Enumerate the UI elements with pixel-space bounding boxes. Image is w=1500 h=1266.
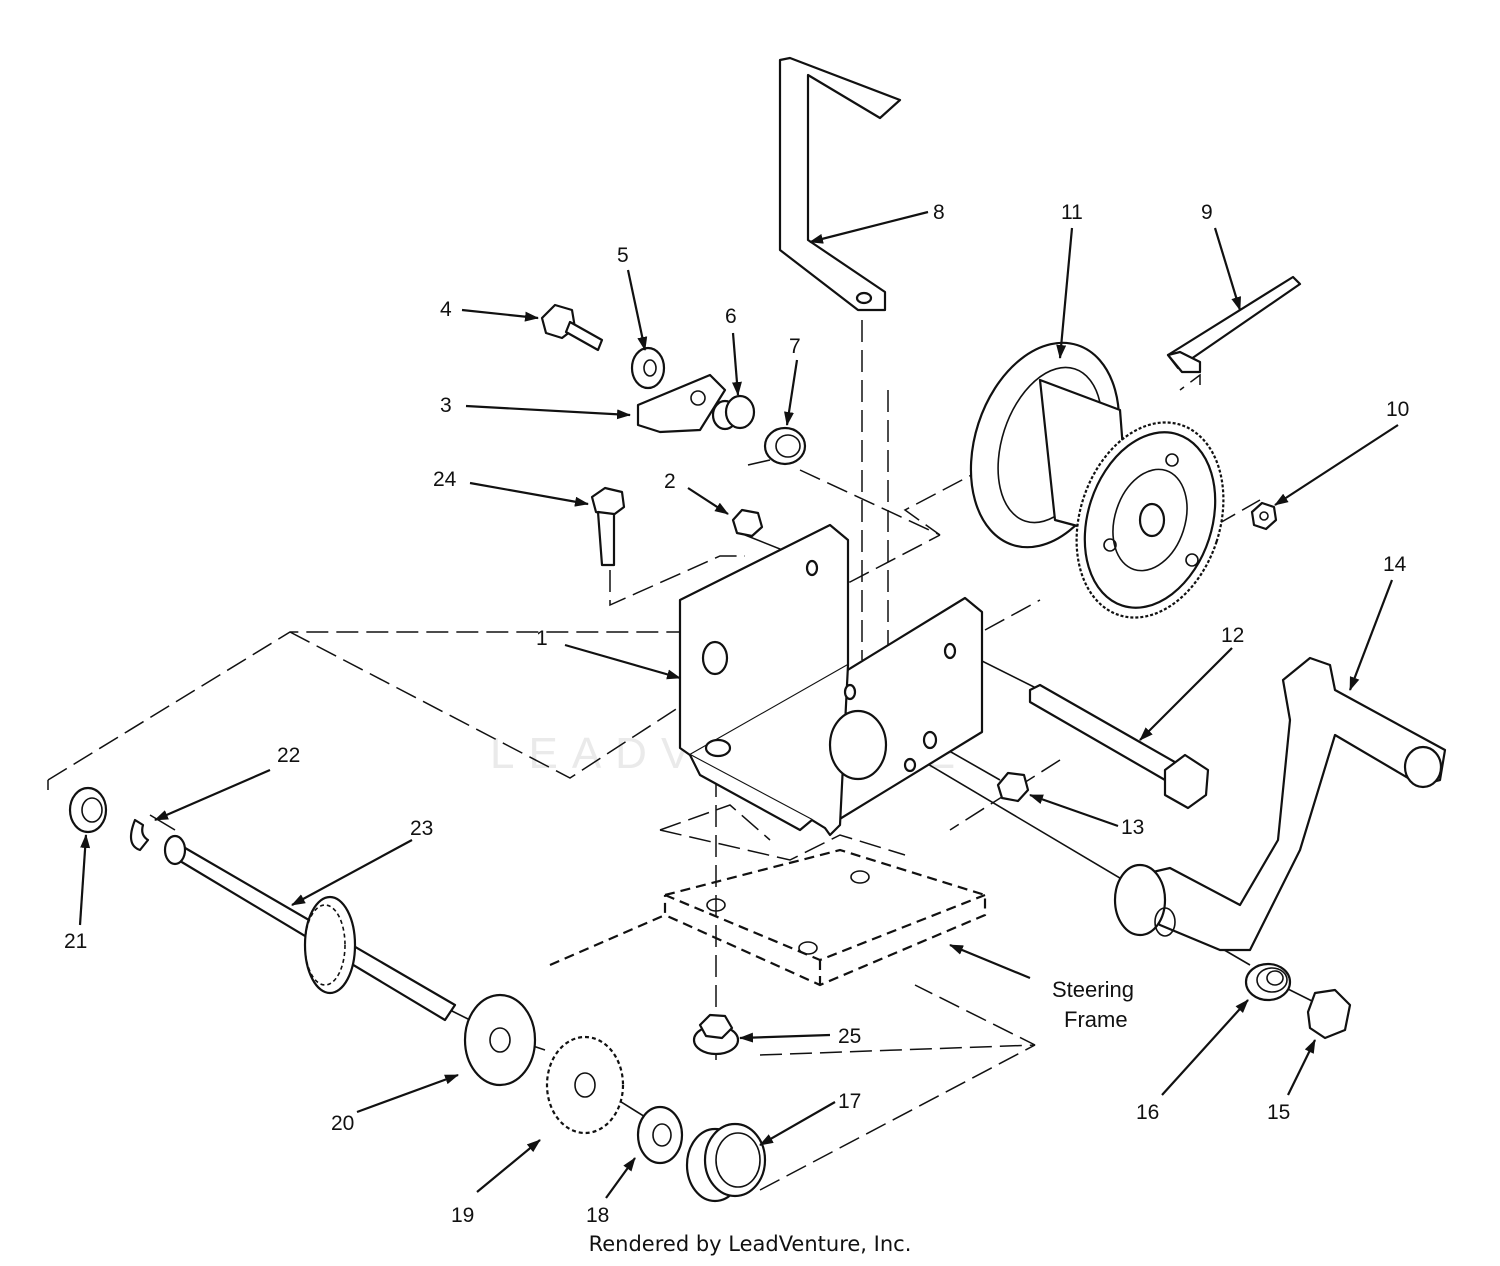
callout-11: 11	[1061, 201, 1083, 224]
callout-6: 6	[725, 305, 737, 328]
callout-13: 13	[1121, 816, 1144, 839]
winch-drum-part-11	[969, 341, 1225, 619]
spring-rod-part-9	[1166, 275, 1302, 374]
callout-9: 9	[1201, 201, 1213, 224]
bolt-part-12	[1028, 683, 1210, 810]
steering-frame-plate	[549, 848, 987, 987]
gear-part-19	[545, 1035, 625, 1135]
ratchet-pawl-part-3	[636, 373, 727, 434]
washer-part-5	[630, 346, 666, 390]
callout-22: 22	[277, 744, 300, 767]
callout-20: 20	[331, 1112, 354, 1135]
footer-credit: Rendered by LeadVenture, Inc.	[588, 1232, 912, 1256]
callout-15: 15	[1267, 1101, 1290, 1124]
steering-frame-label-line-2: Frame	[1064, 1007, 1128, 1032]
washer-part-18	[636, 1105, 684, 1165]
callout-labels: 1 2 3 4 5 6 7 8 9 10 11 12 13 14 15 16 1…	[64, 201, 1409, 1227]
callout-4: 4	[440, 298, 452, 321]
nut-part-10	[1250, 501, 1278, 531]
callout-10: 10	[1386, 398, 1409, 421]
callout-2: 2	[664, 470, 676, 493]
callout-23: 23	[410, 817, 433, 840]
crank-handle-part-14	[1113, 656, 1447, 952]
bushing-part-6	[711, 394, 756, 431]
bolt-part-4	[540, 303, 604, 352]
spring-part-16	[1244, 962, 1292, 1002]
mounting-strap-part-8	[778, 56, 902, 312]
bushing-part-17	[685, 1122, 767, 1203]
washer-part-20	[463, 993, 537, 1087]
callout-5: 5	[617, 244, 629, 267]
callout-16: 16	[1136, 1101, 1159, 1124]
bolt-part-24	[590, 486, 626, 567]
steering-frame-label-line-1: Steering	[1052, 977, 1134, 1002]
leader-arrows	[78, 210, 1399, 1199]
callout-14: 14	[1383, 553, 1407, 576]
acorn-nut-part-15	[1306, 988, 1352, 1040]
callout-8: 8	[933, 201, 945, 224]
nut-part-2	[731, 508, 764, 538]
callout-19: 19	[451, 1204, 474, 1227]
callout-12: 12	[1221, 624, 1244, 647]
callout-7: 7	[789, 335, 801, 358]
callout-25: 25	[838, 1025, 861, 1048]
nut-part-13	[996, 771, 1030, 803]
winch-bracket-part-1	[678, 523, 984, 837]
callout-21: 21	[64, 930, 87, 953]
callout-24: 24	[433, 468, 457, 491]
bushing-part-21	[68, 786, 108, 834]
flange-nut-part-25	[692, 1013, 740, 1056]
shaft-part-23	[163, 834, 457, 1022]
callout-3: 3	[440, 394, 452, 417]
spring-part-7	[747, 426, 807, 466]
callout-17: 17	[838, 1090, 861, 1113]
clip-part-22	[129, 818, 150, 852]
callout-1: 1	[536, 627, 548, 650]
callout-18: 18	[586, 1204, 609, 1227]
